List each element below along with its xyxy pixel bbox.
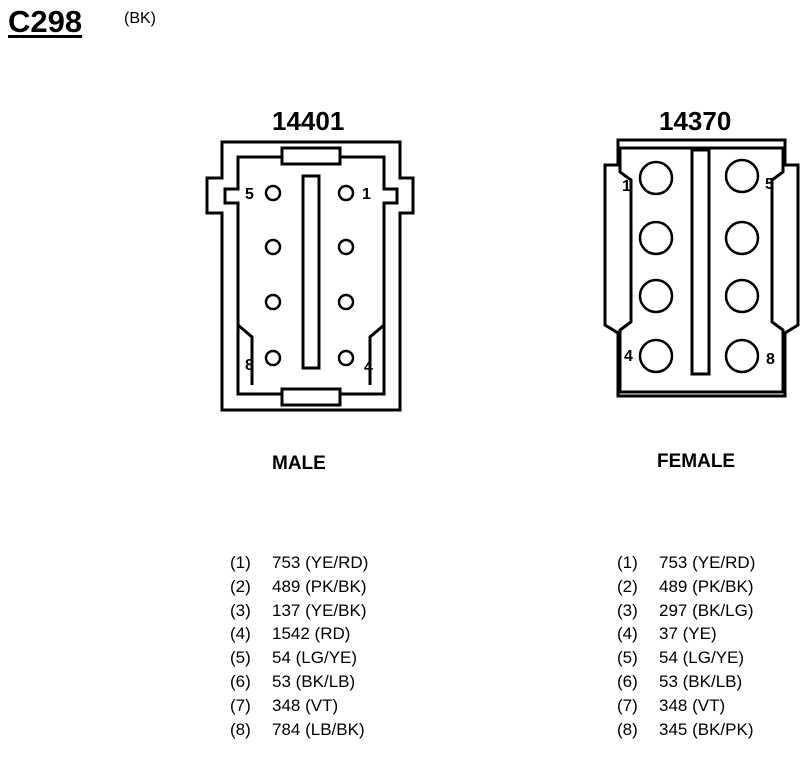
male-outer-outline [205,140,415,412]
pin-number: (7) [230,695,251,715]
male-pin-5 [264,184,282,202]
circuit-value: 489 (PK/BK) [272,576,367,596]
male-pin-8 [264,349,282,367]
pin-number: (4) [230,624,251,644]
male-label: MALE [272,453,326,474]
connector-color-code: (BK) [124,10,156,27]
pin-number: (3) [617,600,638,620]
list-item: (4) 1542 (RD) [230,622,368,646]
male-inner-outline [223,155,399,396]
female-pin-label-1: 1 [622,178,631,195]
circuit-value: 784 (LB/BK) [272,719,365,739]
female-part-number: 14370 [659,106,732,136]
female-pin-6 [724,220,760,256]
circuit-value: 1542 (RD) [272,624,351,644]
list-item: (1) 753 (YE/RD) [230,551,368,575]
pin-number: (2) [617,576,638,596]
male-pin-6 [264,238,282,256]
pin-number: (2) [230,576,251,596]
female-label: FEMALE [657,451,736,472]
female-center-divider [690,148,711,376]
female-outer-outline [603,138,800,398]
circuit-value: 54 (LG/YE) [272,648,358,668]
list-item: (5) 54 (LG/YE) [617,646,755,670]
male-pin-7 [264,293,282,311]
male-pin-label-8: 8 [245,357,254,374]
female-pin-2 [638,220,674,256]
list-item: (4) 37 (YE) [617,622,755,646]
female-pin-7 [724,278,760,314]
circuit-value: 348 (VT) [659,695,726,715]
female-circuit-list: (1) 753 (YE/RD) (2) 489 (PK/BK) (3) 297 (BK… [617,551,755,741]
pin-number: (7) [617,695,638,715]
circuit-value: 345 (BK/PK) [659,719,754,739]
male-circuit-list: (1) 753 (YE/RD) (2) 489 (PK/BK) (3) 137 (YE… [230,551,368,741]
circuit-value: 753 (YE/RD) [659,553,756,572]
pin-number: (3) [230,600,251,620]
list-item: (8) 345 (BK/PK) [617,718,755,742]
female-pin-label-8: 8 [766,351,775,368]
male-pin-3 [337,293,355,311]
list-item: (6) 53 (BK/LB) [230,670,368,694]
circuit-value: 348 (VT) [272,695,339,715]
list-item: (5) 54 (LG/YE) [230,646,368,670]
male-left-notch [237,323,254,385]
pin-number: (5) [230,648,251,668]
male-bottom-latch [280,387,342,407]
pin-number: (4) [617,624,638,644]
list-item: (2) 489 (PK/BK) [230,575,368,599]
pin-number: (1) [230,553,251,572]
pin-number: (6) [230,671,251,691]
male-connector-shell [205,140,415,412]
female-pins [638,158,760,374]
pin-number: (8) [230,719,251,739]
male-pin-2 [337,238,355,256]
list-item: (7) 348 (VT) [230,694,368,718]
female-pin-3 [638,278,674,314]
circuit-value: 53 (BK/LB) [272,671,356,691]
list-item: (1) 753 (YE/RD) [617,551,755,575]
list-item: (8) 784 (LB/BK) [230,718,368,742]
female-pin-label-5: 5 [765,176,774,193]
female-pin-1 [638,160,674,196]
list-item: (3) 137 (YE/BK) [230,599,368,623]
female-inner-outline [618,146,785,394]
list-item: (3) 297 (BK/LG) [617,599,755,623]
female-pin-label-4: 4 [624,348,633,365]
male-pin-label-1: 1 [362,186,371,203]
list-item: (2) 489 (PK/BK) [617,575,755,599]
male-top-latch [280,146,342,166]
female-pin-4 [638,338,674,374]
pin-number: (6) [617,671,638,691]
male-pin-1 [337,184,355,202]
circuit-value: 137 (YE/BK) [272,600,367,620]
male-pins [264,184,355,367]
male-pin-label-5: 5 [245,186,254,203]
male-pin-label-4: 4 [364,359,373,376]
female-connector-shell [603,138,800,398]
circuit-value: 753 (YE/RD) [272,553,369,572]
list-item: (7) 348 (VT) [617,694,755,718]
male-pin-4 [337,349,355,367]
pin-number: (1) [617,553,638,572]
circuit-value: 53 (BK/LB) [659,671,743,691]
circuit-value: 297 (BK/LG) [659,600,754,620]
connector-title: C298 [8,4,83,39]
pin-number: (5) [617,648,638,668]
male-right-notch [368,323,385,385]
list-item: (6) 53 (BK/LB) [617,670,755,694]
circuit-value: 54 (LG/YE) [659,648,745,668]
male-center-divider [301,174,321,370]
pin-number: (8) [617,719,638,739]
circuit-value: 489 (PK/BK) [659,576,754,596]
female-pin-8 [724,338,760,374]
female-pin-5 [724,158,760,194]
circuit-value: 37 (YE) [659,624,717,644]
male-part-number: 14401 [272,106,345,136]
